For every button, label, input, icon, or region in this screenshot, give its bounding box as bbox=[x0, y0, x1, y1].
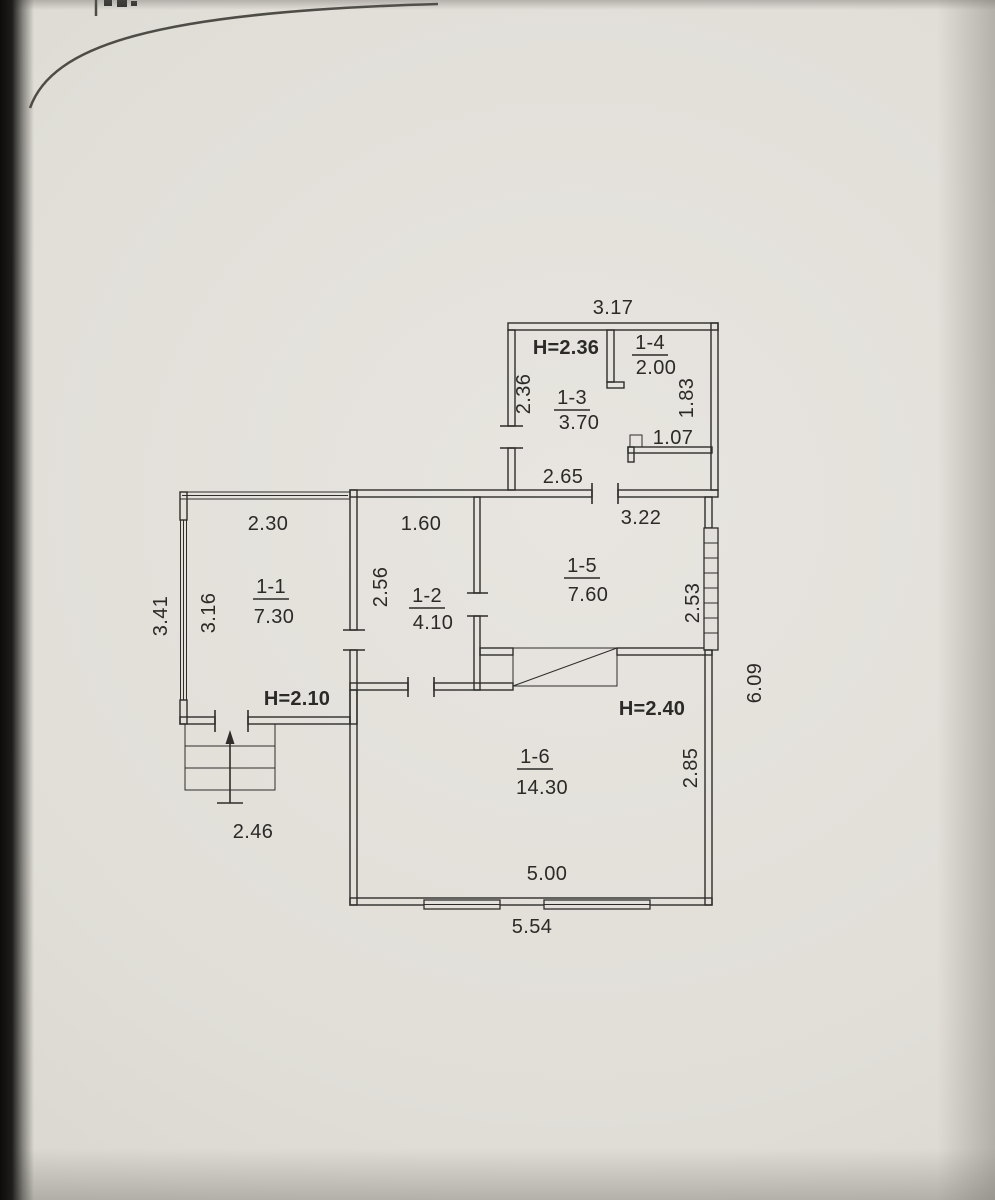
dim-main-right-outer: 6.09 bbox=[744, 663, 766, 704]
annex-partition-1-4 bbox=[606, 329, 615, 383]
annex-partition-1-07-cap bbox=[627, 446, 635, 463]
room-1-1-left-wall-bottom bbox=[179, 699, 188, 725]
room-1-5-area: 7.60 bbox=[568, 584, 609, 606]
dim-room-1-6-bottom-outer: 5.54 bbox=[512, 916, 553, 938]
room-1-3-name: 1-3 bbox=[557, 387, 587, 409]
wall-1-2-1-5-upper bbox=[473, 496, 481, 594]
stair-box bbox=[512, 647, 618, 687]
dim-room-1-1-left-outer: 3.41 bbox=[150, 596, 172, 637]
page-artifacts bbox=[28, 0, 439, 109]
cut-text-mark bbox=[117, 0, 127, 7]
main-top-wall-left bbox=[349, 489, 593, 498]
room-1-1-left-wall-top bbox=[179, 491, 188, 521]
annex-right-wall bbox=[710, 322, 719, 491]
wall-1-1-1-2-upper bbox=[349, 489, 358, 631]
room-1-1-name: 1-1 bbox=[256, 576, 286, 598]
room-1-1-area: 7.30 bbox=[254, 606, 295, 628]
room-1-6-name: 1-6 bbox=[520, 746, 550, 768]
annex-height-label: H=2.36 bbox=[533, 337, 599, 359]
cut-text-mark bbox=[131, 1, 137, 6]
main-walls bbox=[179, 483, 719, 910]
room-1-6-left-wall bbox=[349, 689, 358, 906]
room-1-1-bottom-wall-right bbox=[247, 716, 351, 725]
room-1-2-area: 4.10 bbox=[413, 612, 454, 634]
dim-annex-width-top: 3.17 bbox=[593, 297, 634, 319]
dim-room-1-1-top: 2.30 bbox=[248, 513, 289, 535]
room-1-6-height-label: H=2.40 bbox=[619, 698, 685, 720]
room-1-2-name: 1-2 bbox=[412, 585, 442, 607]
main-labels: 2.30 1.60 3.22 3.41 3.16 1-1 7.30 H=2.10… bbox=[150, 507, 766, 938]
porch-steps bbox=[184, 724, 276, 804]
wall-1-5-bottom-right bbox=[616, 647, 713, 656]
dim-room-1-5-top: 3.22 bbox=[621, 507, 662, 529]
entry-arrow-head bbox=[225, 730, 235, 744]
main-right-wall-bottom bbox=[704, 649, 713, 906]
room-1-6-bottom-wall bbox=[349, 897, 713, 906]
room-1-4-area: 2.00 bbox=[636, 357, 677, 379]
room-1-5-right-window bbox=[703, 527, 719, 651]
annex-top-wall bbox=[507, 322, 719, 331]
room-1-6-area: 14.30 bbox=[516, 777, 568, 799]
room-1-5-name: 1-5 bbox=[567, 555, 597, 577]
main-top-wall-right bbox=[617, 489, 719, 498]
dim-room-1-2-top: 1.60 bbox=[401, 513, 442, 535]
room-1-1-bottom-wall-left bbox=[179, 716, 216, 725]
page-curl-line bbox=[28, 2, 439, 109]
dim-annex-partition: 1.07 bbox=[653, 427, 694, 449]
dim-room-1-5-right: 2.53 bbox=[682, 583, 704, 624]
dim-room-1-1-left-inner: 3.16 bbox=[198, 593, 220, 634]
dim-room-1-2-left: 2.56 bbox=[370, 567, 392, 608]
dim-annex-bottom: 2.65 bbox=[543, 466, 584, 488]
annex-door-leaf-symbol bbox=[629, 434, 643, 448]
wall-1-2-bottom-left bbox=[349, 682, 409, 691]
dim-annex-left: 2.36 bbox=[513, 374, 535, 415]
dim-annex-right: 1.83 bbox=[676, 378, 698, 419]
wall-1-2-1-5-lower bbox=[473, 615, 481, 691]
dim-room-1-6-bottom-inner: 5.00 bbox=[527, 863, 568, 885]
annex-walls bbox=[500, 322, 719, 491]
dim-porch-bottom: 2.46 bbox=[233, 821, 274, 843]
cut-text-mark bbox=[104, 0, 112, 6]
room-1-3-area: 3.70 bbox=[559, 412, 600, 434]
dim-room-1-6-right: 2.85 bbox=[680, 748, 702, 789]
wall-1-1-1-2-lower bbox=[349, 649, 358, 725]
stair-diagonal bbox=[512, 647, 618, 687]
annex-labels: 3.17 H=2.36 1-4 2.00 2.36 1-3 3.70 1.83 … bbox=[513, 297, 698, 488]
annex-partition-1-4-foot bbox=[606, 381, 625, 389]
room-1-1-height-label: H=2.10 bbox=[264, 688, 330, 710]
room-1-4-name: 1-4 bbox=[635, 332, 665, 354]
wall-1-5-bottom-left bbox=[479, 647, 514, 656]
main-right-wall-top bbox=[704, 496, 713, 529]
annex-left-wall-lower bbox=[507, 447, 516, 491]
